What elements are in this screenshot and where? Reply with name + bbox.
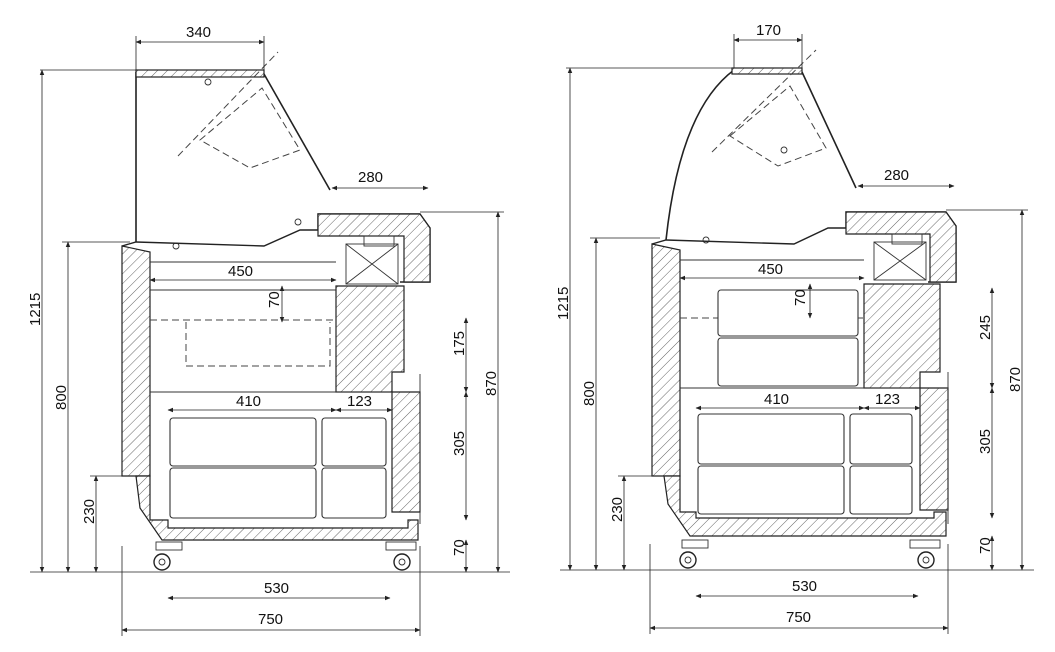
dim-front-top: 280 bbox=[884, 167, 909, 184]
top-shelf bbox=[731, 67, 803, 75]
curved-glass bbox=[665, 69, 735, 241]
door bbox=[919, 387, 949, 511]
storage-bin bbox=[697, 413, 845, 465]
gastronorm-pan bbox=[717, 337, 859, 387]
dim-counter-height: 870 bbox=[483, 371, 500, 396]
caster-wheel-icon bbox=[909, 539, 941, 569]
storage-bin bbox=[321, 467, 387, 519]
dim-total-height: 1215 bbox=[555, 287, 572, 320]
storage-bin bbox=[169, 467, 317, 519]
control-panel bbox=[363, 235, 395, 247]
fixing-icon bbox=[702, 236, 710, 244]
bottom-panel bbox=[135, 475, 419, 541]
dim-pan-width: 450 bbox=[758, 261, 783, 278]
caster-wheel-icon bbox=[385, 541, 417, 571]
view-straight-glass: 340 280 450 70 410 123 175 305 870 70 12… bbox=[27, 24, 510, 636]
dim-overall-depth: 750 bbox=[258, 611, 283, 628]
storage-bin bbox=[321, 417, 387, 467]
dim-body-height: 800 bbox=[581, 381, 598, 406]
dim-body-height: 800 bbox=[53, 385, 70, 410]
dim-base-height: 230 bbox=[81, 499, 98, 524]
control-panel bbox=[891, 233, 923, 245]
rear-wall bbox=[121, 245, 151, 477]
front-wall bbox=[845, 211, 957, 283]
dim-right-bin: 123 bbox=[875, 391, 900, 408]
dim-counter-height: 870 bbox=[1007, 367, 1024, 392]
storage-bin bbox=[169, 417, 317, 467]
open-glass-dashed bbox=[711, 49, 827, 167]
dim-front-top: 280 bbox=[358, 169, 383, 186]
gastronorm-pan bbox=[717, 289, 859, 337]
hinge-icon bbox=[204, 78, 212, 86]
top-shelf bbox=[135, 69, 265, 78]
evaporator bbox=[345, 243, 399, 285]
front-wall bbox=[317, 213, 431, 283]
dim-door-lower: 305 bbox=[977, 429, 994, 454]
dim-left-bin: 410 bbox=[236, 393, 261, 410]
caster-wheel-icon bbox=[153, 541, 183, 571]
dim-pan-width: 450 bbox=[228, 263, 253, 280]
dim-wheel-height: 70 bbox=[451, 539, 468, 556]
storage-bin bbox=[697, 465, 845, 515]
storage-bin bbox=[849, 465, 913, 515]
view-curved-glass: 170 280 450 70 410 123 245 305 870 70 12… bbox=[555, 22, 1034, 634]
gastronorm-pan bbox=[150, 319, 336, 367]
dim-wheel-base: 530 bbox=[264, 580, 289, 597]
caster-wheel-icon bbox=[679, 539, 709, 569]
dim-base-height: 230 bbox=[609, 497, 626, 522]
front-glass bbox=[263, 73, 331, 191]
dim-left-bin: 410 bbox=[764, 391, 789, 408]
evaporator bbox=[873, 241, 927, 281]
dim-door-upper: 245 bbox=[977, 315, 994, 340]
dim-wheel-base: 530 bbox=[792, 578, 817, 595]
storage-bin bbox=[849, 413, 913, 465]
bottom-panel bbox=[663, 475, 947, 537]
dim-pan-depth: 70 bbox=[792, 289, 809, 306]
hinge-icon bbox=[780, 146, 788, 154]
dim-pan-depth: 70 bbox=[266, 291, 283, 308]
door bbox=[391, 391, 421, 513]
dim-top-width: 340 bbox=[186, 24, 211, 41]
dim-wheel-height: 70 bbox=[977, 537, 994, 554]
open-glass-dashed bbox=[177, 51, 301, 169]
rear-wall bbox=[651, 243, 681, 477]
dim-right-bin: 123 bbox=[347, 393, 372, 410]
dim-door-lower: 305 bbox=[451, 431, 468, 456]
dim-overall-depth: 750 bbox=[786, 609, 811, 626]
front-glass bbox=[801, 71, 857, 189]
front-body-wall bbox=[335, 285, 405, 393]
front-body-wall bbox=[863, 283, 941, 389]
dim-door-upper: 175 bbox=[451, 331, 468, 356]
dim-top-width: 170 bbox=[756, 22, 781, 39]
dim-total-height: 1215 bbox=[27, 293, 44, 326]
dimension-lines bbox=[30, 36, 510, 636]
dimension-lines bbox=[560, 34, 1034, 634]
fixing-icon bbox=[294, 218, 302, 226]
